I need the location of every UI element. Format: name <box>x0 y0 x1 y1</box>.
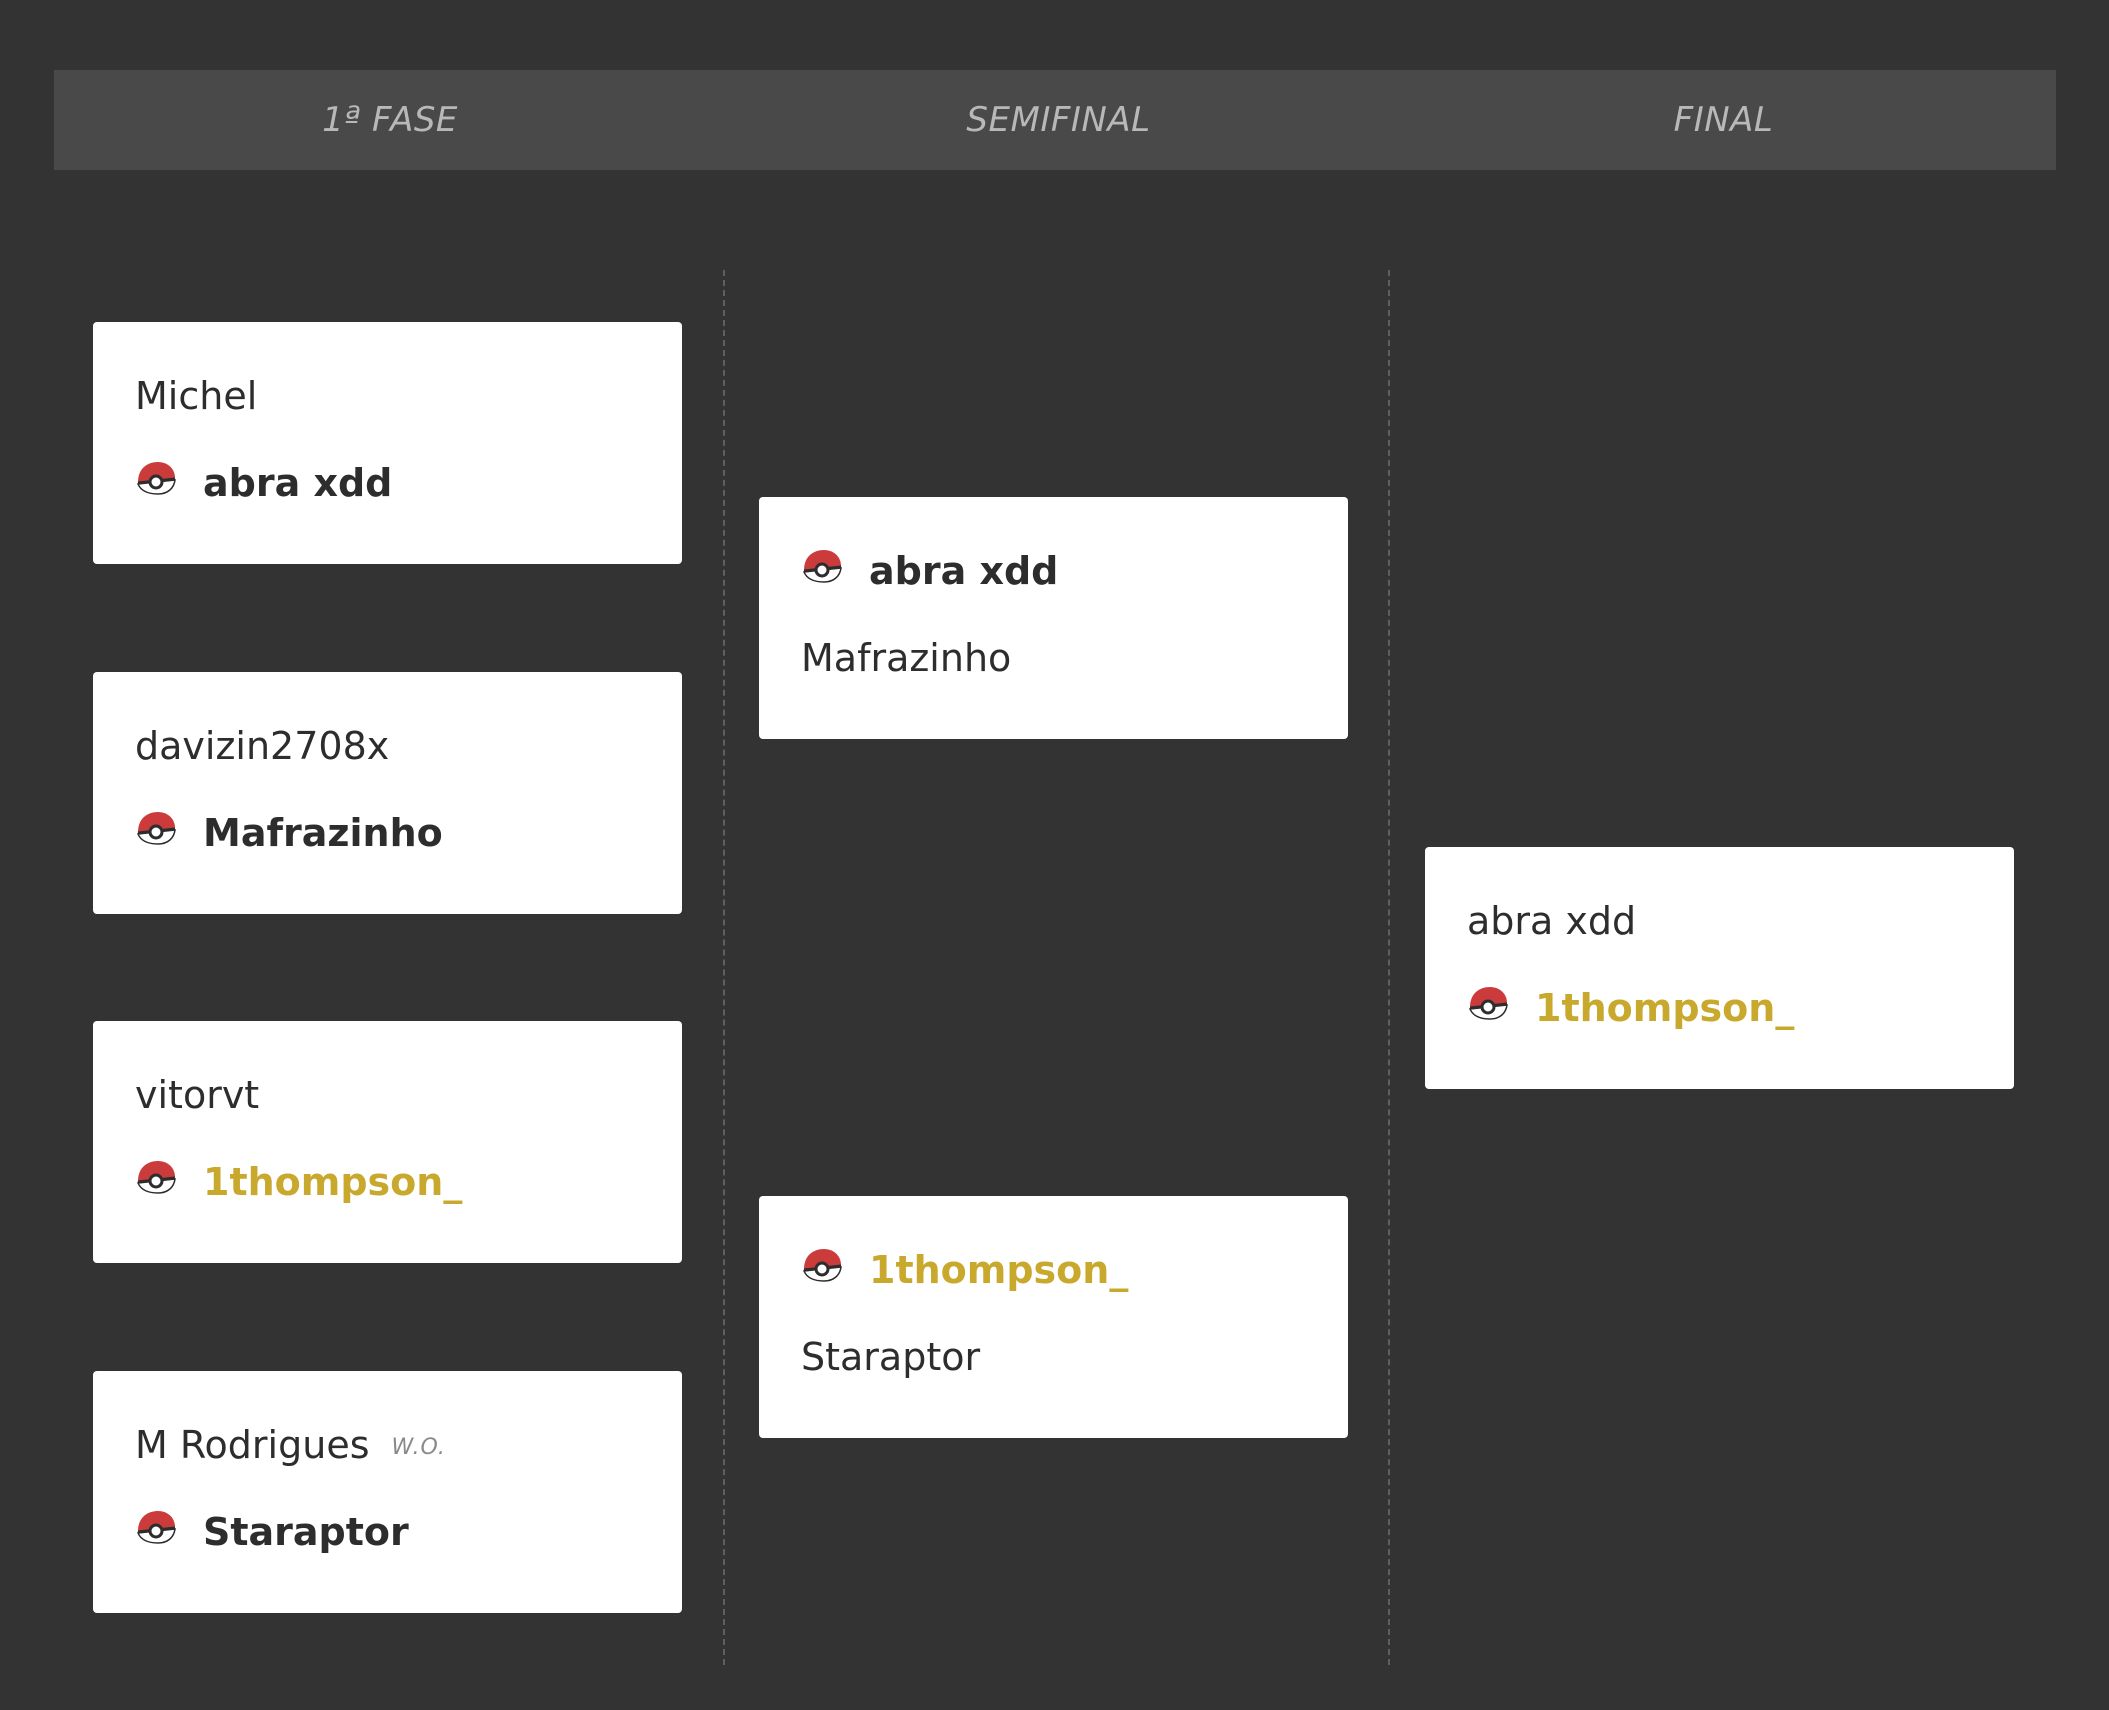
rounds-header: 1ª FASE SEMIFINAL FINAL <box>54 70 2056 170</box>
player-row-winner: 1thompson_ <box>1467 978 1794 1038</box>
player-name: 1thompson_ <box>203 1160 463 1204</box>
player-row: Staraptor <box>801 1327 980 1387</box>
match-card-r1-2[interactable]: davizin2708x Mafrazinho <box>93 672 682 914</box>
match-card-r1-1[interactable]: Michel abra xdd <box>93 322 682 564</box>
player-row: Mafrazinho <box>801 628 1011 688</box>
player-row-winner: Staraptor <box>135 1502 409 1562</box>
player-name: vitorvt <box>135 1073 260 1117</box>
player-name: Staraptor <box>203 1510 409 1554</box>
pokeball-icon <box>1467 983 1509 1025</box>
player-name: abra xdd <box>869 549 1059 593</box>
player-row: abra xdd <box>1467 891 1636 951</box>
player-name: 1thompson_ <box>869 1248 1129 1292</box>
player-name: Michel <box>135 374 258 418</box>
pokeball-icon <box>801 546 843 588</box>
player-row: M Rodrigues W.O. <box>135 1415 446 1475</box>
player-row-winner: Mafrazinho <box>135 803 443 863</box>
player-row-winner: 1thompson_ <box>135 1152 462 1212</box>
player-name: abra xdd <box>203 461 393 505</box>
match-card-semifinal-1[interactable]: abra xdd Mafrazinho <box>759 497 1348 739</box>
round-divider <box>723 270 725 1665</box>
match-card-final[interactable]: abra xdd 1thompson_ <box>1425 847 2014 1089</box>
player-name: Staraptor <box>801 1335 981 1379</box>
player-name: abra xdd <box>1467 899 1637 943</box>
round-divider <box>1388 270 1390 1665</box>
player-row-winner: abra xdd <box>135 453 392 513</box>
match-card-r1-4[interactable]: M Rodrigues W.O. Staraptor <box>93 1371 682 1613</box>
player-row-winner: 1thompson_ <box>801 1240 1128 1300</box>
player-row: davizin2708x <box>135 716 389 776</box>
pokeball-icon <box>135 1157 177 1199</box>
pokeball-icon <box>135 458 177 500</box>
player-name: Mafrazinho <box>801 636 1012 680</box>
player-name: Mafrazinho <box>203 811 443 855</box>
player-name: M Rodrigues <box>135 1423 370 1467</box>
pokeball-icon <box>135 808 177 850</box>
pokeball-icon <box>135 1507 177 1549</box>
round-title-semifinal: SEMIFINAL <box>966 100 1151 140</box>
player-name: 1thompson_ <box>1535 986 1795 1030</box>
pokeball-icon <box>801 1245 843 1287</box>
match-card-semifinal-2[interactable]: 1thompson_ Staraptor <box>759 1196 1348 1438</box>
player-row-winner: abra xdd <box>801 541 1058 601</box>
player-name: davizin2708x <box>135 724 390 768</box>
round-title-first-phase: 1ª FASE <box>322 100 458 140</box>
round-title-final: FINAL <box>1673 100 1774 140</box>
walkover-badge: W.O. <box>391 1434 446 1460</box>
player-row: Michel <box>135 366 257 426</box>
match-card-r1-3[interactable]: vitorvt 1thompson_ <box>93 1021 682 1263</box>
player-row: vitorvt <box>135 1065 259 1125</box>
